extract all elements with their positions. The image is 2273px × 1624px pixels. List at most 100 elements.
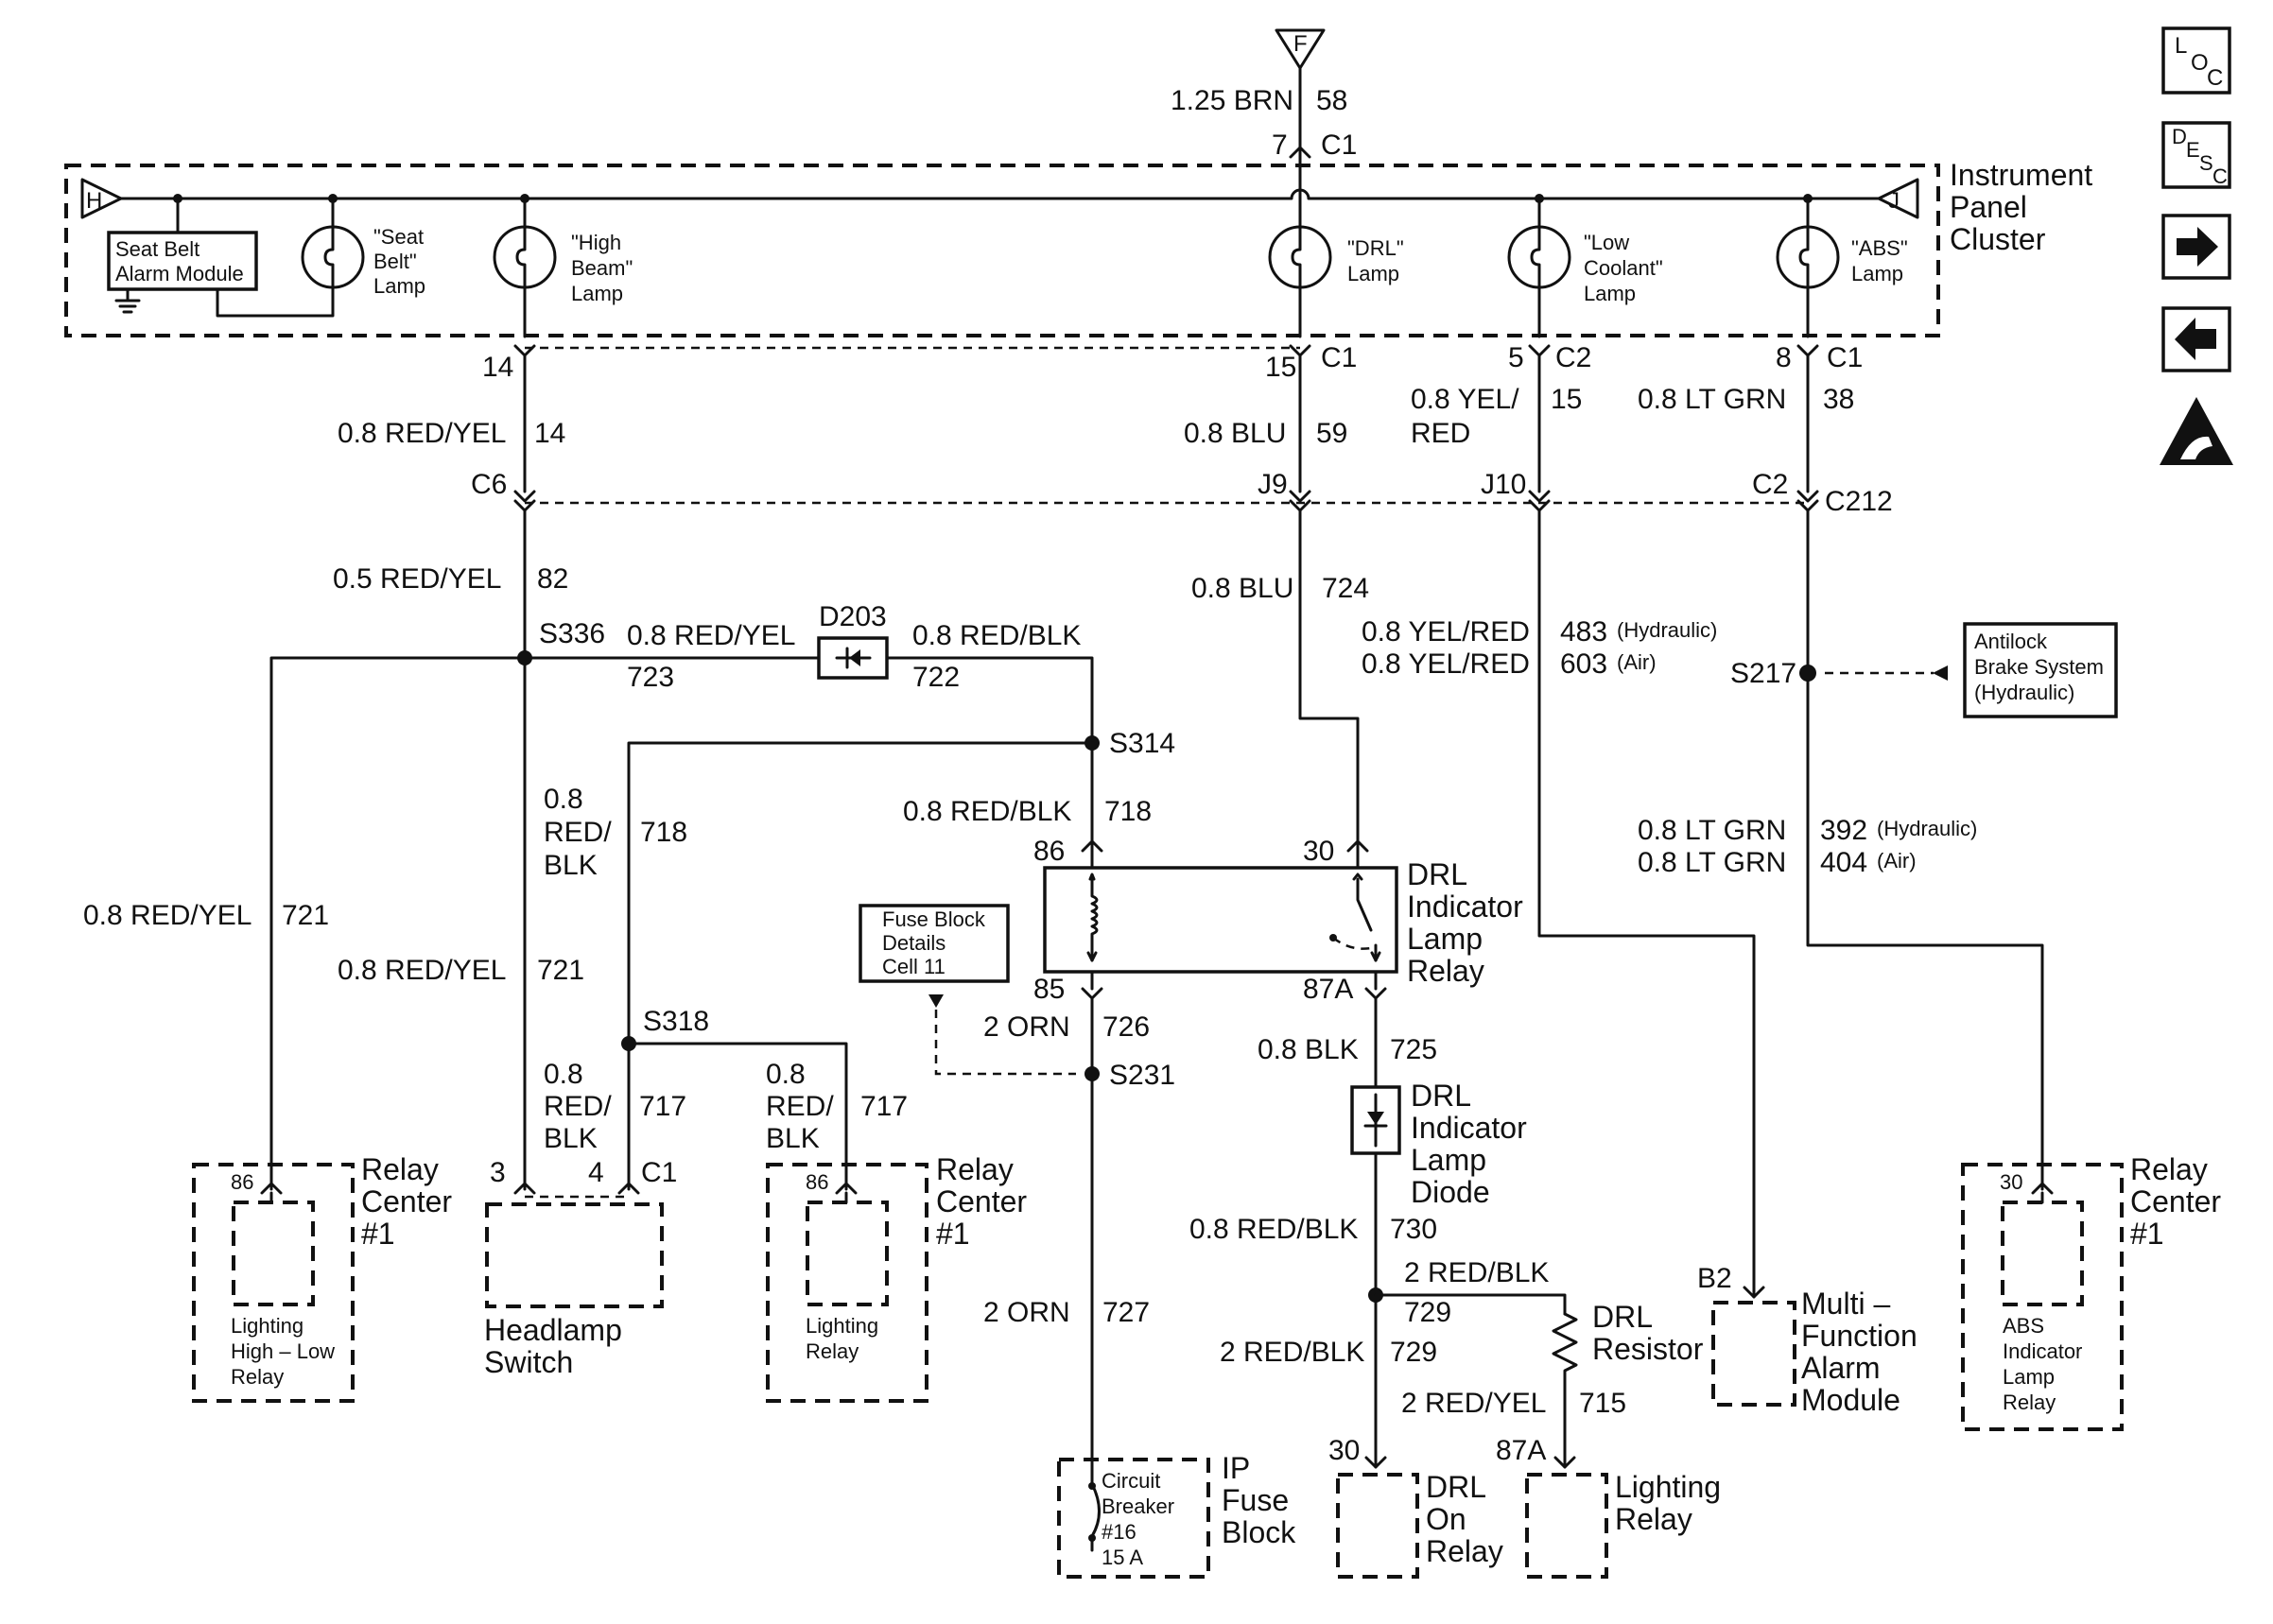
- lamp-label: Lamp: [571, 282, 623, 305]
- relay-center-label: Relay: [361, 1152, 439, 1186]
- splice-s217-label: S217: [1730, 658, 1796, 689]
- relay-name: Indicator: [1407, 890, 1523, 924]
- splice-s231-label: S231: [1109, 1060, 1175, 1091]
- splice-s318-label: S318: [643, 1006, 709, 1037]
- location-icon-letter: O: [2191, 50, 2209, 76]
- wire-730-gauge: 0.8 RED/BLK: [1189, 1214, 1358, 1245]
- wire-59-circuit: 59: [1316, 418, 1347, 449]
- wire-603-circuit: 603: [1560, 648, 1607, 680]
- wire-723-gauge: 0.8 RED/YEL: [627, 620, 795, 651]
- fuse-block-label: Block: [1222, 1515, 1296, 1549]
- relay-center-label: #1: [2130, 1217, 2164, 1251]
- location-icon-letter: C: [2207, 65, 2223, 91]
- junction-j9: J9: [1258, 469, 1288, 500]
- wire-14-circuit: 14: [534, 418, 565, 449]
- high-beam-lamp: "High Beam" Lamp: [493, 197, 633, 338]
- resistor-name: DRL: [1592, 1300, 1653, 1334]
- relay-pin-87a: 87A: [1303, 974, 1353, 1005]
- wire-392-note: (Hydraulic): [1877, 817, 1977, 840]
- connector-j-label: J: [1888, 188, 1900, 214]
- seat-belt-module-label: Seat Belt: [115, 237, 200, 261]
- previous-arrow-icon[interactable]: [2161, 306, 2231, 372]
- wire-715-circuit: 715: [1579, 1388, 1626, 1419]
- wire-721-gauge: 0.8 RED/YEL: [338, 955, 506, 986]
- wire-82-circuit: 82: [537, 563, 568, 595]
- wire-717-circuit: 717: [639, 1091, 686, 1122]
- relay-center-label: Center: [2130, 1184, 2221, 1218]
- fuse-block-details-box[interactable]: [859, 904, 1010, 983]
- pin-15: 15: [1265, 352, 1296, 383]
- relay-name: Lamp: [1407, 922, 1483, 956]
- splice-s314-label: S314: [1109, 728, 1175, 759]
- lamp-label: "DRL": [1347, 236, 1404, 260]
- abs-module-label: Brake System: [1974, 655, 2104, 679]
- description-icon-letter: S: [2199, 151, 2213, 175]
- wire-717-circuit: 717: [860, 1091, 908, 1122]
- connector-h-label: H: [86, 188, 102, 214]
- wire-717-gauge: BLK: [766, 1123, 820, 1154]
- relay-center-label: #1: [936, 1217, 970, 1251]
- wire-725-circuit: 725: [1390, 1034, 1437, 1065]
- wire-603-note: (Air): [1617, 650, 1657, 674]
- wire-392-gauge: 0.8 LT GRN: [1638, 815, 1786, 846]
- wire-15-circuit: 15: [1551, 384, 1582, 415]
- lamp-label: "Seat: [373, 225, 424, 249]
- wire-392-circuit: 392: [1820, 815, 1867, 846]
- component-name: Circuit: [1102, 1469, 1160, 1493]
- headlamp-switch: [485, 1182, 664, 1308]
- drl-resistor: [1552, 1312, 1578, 1469]
- lamp-label: "ABS": [1851, 236, 1908, 260]
- wire-483-circuit: 483: [1560, 616, 1607, 648]
- fuse-details-label: Cell 11: [882, 955, 946, 978]
- circuit-breaker-16: [1057, 1458, 1210, 1579]
- component-name: Alarm: [1801, 1351, 1881, 1385]
- description-icon[interactable]: D E S C: [2161, 121, 2231, 189]
- cluster-name: Instrument: [1950, 158, 2092, 192]
- relay-center-label: Center: [361, 1184, 452, 1218]
- description-icon-letter: D: [2172, 125, 2187, 148]
- lamp-label: Lamp: [1347, 262, 1399, 285]
- relay-pin-86: 86: [1033, 836, 1065, 867]
- relay-center-label: Relay: [936, 1152, 1014, 1186]
- connector-arrows-row2: [513, 490, 1819, 512]
- wire-729-circuit: 729: [1390, 1337, 1437, 1368]
- wire-58-gauge: 1.25 BRN: [1171, 85, 1293, 116]
- relay-pin-86: 86: [231, 1170, 253, 1194]
- wire-721-circuit: 721: [537, 955, 584, 986]
- description-icon-letter: C: [2212, 164, 2228, 188]
- wire-729-gauge: 2 RED/BLK: [1220, 1337, 1364, 1368]
- wire-727-gauge: 2 ORN: [983, 1297, 1070, 1328]
- wire-59-gauge: 0.8 BLU: [1184, 418, 1286, 449]
- drl-lamp: "DRL" Lamp: [1268, 197, 1404, 338]
- wire-58-circuit: 58: [1316, 85, 1347, 116]
- location-icon[interactable]: L O C: [2161, 26, 2231, 95]
- relay-pin-30: 30: [2000, 1170, 2022, 1194]
- low-coolant-lamp: "Low Coolant" Lamp: [1507, 197, 1663, 338]
- wire-717-gauge: 0.8: [544, 1059, 583, 1090]
- diode-name: Indicator: [1411, 1111, 1527, 1145]
- wire-727-circuit: 727: [1102, 1297, 1150, 1328]
- wire-725-gauge: 0.8 BLK: [1258, 1034, 1359, 1065]
- connector-j: J: [1877, 178, 1919, 219]
- splice-s336-label: S336: [539, 618, 605, 649]
- esd-warning-icon[interactable]: [2160, 397, 2233, 465]
- lamp-label: "High: [571, 231, 621, 254]
- seat-belt-module-label: Alarm Module: [115, 262, 244, 285]
- connector-arrow: [1289, 146, 1311, 159]
- wire-404-note: (Air): [1877, 849, 1917, 872]
- relay-pin-86: 86: [806, 1170, 828, 1194]
- component-name: 15 A: [1102, 1546, 1143, 1569]
- pin-4: 4: [588, 1157, 604, 1188]
- instrument-panel-cluster-box: [64, 164, 1940, 337]
- wire-14-gauge: 0.8 RED/YEL: [338, 418, 506, 449]
- pin-5: 5: [1508, 342, 1524, 373]
- diode-name: Lamp: [1411, 1143, 1486, 1177]
- wire-38-gauge: 0.8 LT GRN: [1638, 384, 1786, 415]
- wire-82-gauge: 0.5 RED/YEL: [333, 563, 501, 595]
- component-name: #16: [1102, 1520, 1136, 1544]
- description-icon-letter: E: [2186, 138, 2200, 162]
- next-arrow-icon[interactable]: [2161, 214, 2231, 280]
- antilock-brake-system-box: [1963, 622, 2118, 718]
- abs-module-label: Antilock: [1974, 630, 2048, 653]
- wire-483-gauge: 0.8 YEL/RED: [1362, 616, 1530, 648]
